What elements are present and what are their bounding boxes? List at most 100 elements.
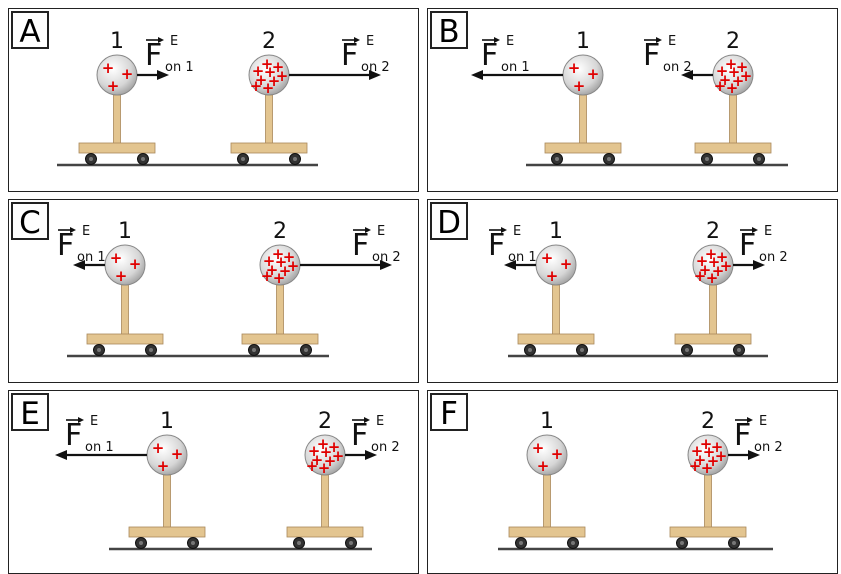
charge-plus-icon: + [689,457,702,475]
force-arrow-on-1 [55,450,147,460]
wheel-hub [297,541,301,545]
charge-plus-icon: + [694,451,707,469]
cart-2 [286,474,364,549]
charge-plus-icon: + [532,439,545,457]
charged-ball-2: +++++++++ [304,434,346,477]
ball-2-number: 2 [318,409,332,434]
charge-plus-icon: + [726,79,739,97]
cart-deck [674,333,752,345]
charge-plus-icon: + [262,79,275,97]
post [121,284,129,337]
charge-plus-icon: + [157,457,170,475]
charge-plus-icon: + [541,249,554,267]
force-arrow-on-2 [681,70,713,80]
ball-1-number: 1 [549,219,563,244]
force-arrow-on-1 [504,260,536,270]
charge-plus-icon: + [740,67,753,85]
ball-1-number: 1 [118,219,132,244]
ball-2-number: 2 [262,29,276,54]
charge-plus-icon: + [279,262,292,280]
charge-plus-icon: + [712,262,725,280]
force-superscript: E [376,414,384,429]
force-superscript: E [377,224,385,239]
charge-plus-icon: + [696,252,709,270]
ball-sphere [526,434,568,476]
wheel-hub [149,348,153,352]
charge-plus-icon: + [706,269,719,287]
charged-ball-1: +++ [535,244,577,286]
post [579,94,587,146]
charge-plus-icon: + [714,77,727,95]
force-subscript: on 1 [508,250,537,265]
cart-1 [544,94,622,165]
charge-plus-icon: + [261,267,274,285]
force-subscript: on 2 [663,60,692,75]
charged-ball-2: +++++++++ [687,434,729,477]
charge-plus-icon: + [537,457,550,475]
charge-plus-icon: + [691,442,704,460]
wheel-hub [680,541,684,545]
wheel-hub [580,348,584,352]
charge-plus-icon: + [560,255,573,273]
force-symbol: F [488,228,505,263]
force-subscript: on 2 [371,440,400,455]
ball-1-number: 1 [576,29,590,54]
force-symbol: F [65,418,82,453]
cart-2 [694,94,772,165]
cart-deck [508,526,586,538]
charge-plus-icon: + [725,55,738,73]
charged-ball-1: +++ [562,54,604,96]
charge-plus-icon: + [328,438,341,456]
charge-plus-icon: + [551,445,564,463]
wheel-hub [685,348,689,352]
force-subscript: on 1 [77,250,106,265]
wheel-hub [349,541,353,545]
charged-ball-1: +++ [526,434,568,476]
charge-plus-icon: + [261,55,274,73]
ball-2-number: 2 [701,409,715,434]
force-symbol: F [734,418,751,453]
cart-1 [517,284,595,356]
charge-plus-icon: + [700,435,713,453]
panel-label: C [11,202,49,241]
wheel-hub [89,157,93,161]
wheel-hub [141,157,145,161]
force-superscript: E [366,34,374,49]
charge-plus-icon: + [152,439,165,457]
charge-plus-icon: + [287,257,300,275]
ball-1-number: 1 [540,409,554,434]
post [729,94,737,146]
charged-ball-1: +++ [146,434,188,476]
force-superscript: E [506,34,514,49]
wheel-hub [304,348,308,352]
wheel-hub [555,157,559,161]
force-subscript: on 1 [501,60,530,75]
charge-plus-icon: + [703,443,716,461]
force-arrow-on-1 [471,70,563,80]
charge-plus-icon: + [264,63,277,81]
cart-1 [508,474,586,549]
charge-plus-icon: + [311,451,324,469]
panel-label: B [430,11,468,50]
wheel-hub [191,541,195,545]
force-subscript: on 2 [754,440,783,455]
wheel-hub [241,157,245,161]
charge-plus-icon: + [332,447,345,465]
force-superscript: E [668,34,676,49]
wheel-hub [528,348,532,352]
ball-1-number: 1 [160,409,174,434]
charge-plus-icon: + [272,58,285,76]
charge-plus-icon: + [266,261,279,279]
charged-ball-1: +++ [104,244,146,286]
